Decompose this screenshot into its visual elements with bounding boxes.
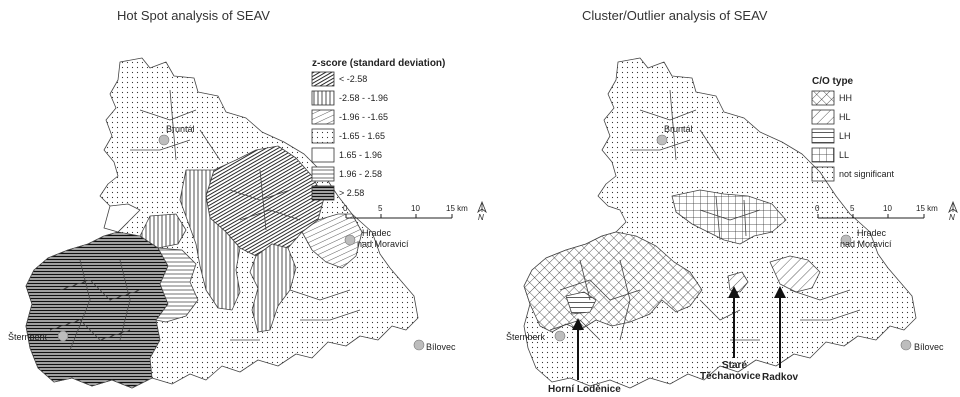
right-scale-tick: 5	[850, 204, 855, 213]
right-scale-tick: 10	[883, 204, 892, 213]
callout-horni-lodenice: Horní Loděnice	[548, 384, 621, 395]
callout-radkov: Radkov	[762, 372, 799, 383]
right-legend-item: HH	[839, 93, 852, 103]
right-legend-swatches	[811, 90, 835, 182]
right-legend-item: HL	[839, 112, 851, 122]
left-vert-zone-3	[139, 213, 187, 249]
left-legend-item: < -2.58	[339, 74, 368, 84]
left-bruntal-dot	[158, 134, 170, 146]
right-map	[523, 57, 917, 389]
right-panel-title: Cluster/Outlier analysis of SEAV	[582, 8, 768, 23]
left-vert-zone-2	[249, 243, 297, 333]
callout-arrows	[572, 286, 786, 380]
left-legend-item: -1.65 - 1.65	[339, 131, 386, 141]
right-lh-zone	[565, 291, 597, 315]
right-hradec-dot	[840, 234, 852, 246]
left-scale-tick: 10	[411, 204, 420, 213]
left-city-bilovec: Bílovec	[426, 342, 456, 352]
left-scale-bar	[345, 214, 453, 219]
right-city-bilovec: Bílovec	[914, 342, 944, 352]
left-legend-title: z-score (standard deviation)	[312, 58, 446, 69]
left-scale-tick: 5	[378, 204, 383, 213]
right-sternberk-dot	[554, 330, 566, 342]
left-legend-item: -1.96 - -1.65	[339, 112, 389, 122]
right-scale-tick: 15 km	[916, 204, 938, 213]
right-bilovec-dot	[900, 339, 912, 351]
right-scale-tick: 0	[815, 204, 820, 213]
callout-stare: Staré	[722, 360, 748, 371]
callout-techanovice: Těchanovice	[700, 371, 761, 382]
left-vert-zone-1	[179, 169, 241, 311]
left-diag-zone	[301, 213, 363, 269]
right-legend-item: LH	[839, 131, 851, 141]
left-city-nad-moravici: nad Moravicí	[357, 239, 409, 249]
left-legend-item: > 2.58	[339, 188, 365, 198]
right-legend-item: LL	[839, 150, 850, 160]
right-legend-title: C/O type	[812, 76, 854, 87]
left-legend-item: 1.65 - 1.96	[339, 150, 383, 160]
right-hl-zone-1	[769, 255, 821, 293]
left-legend-item: -2.58 - -1.96	[339, 93, 389, 103]
left-city-sternberk: Šternberk	[8, 332, 48, 342]
right-bruntal-dot	[656, 134, 668, 146]
left-hradec-dot	[344, 234, 356, 246]
right-hh-west	[523, 231, 703, 333]
right-city-sternberk: Šternberk	[506, 332, 546, 342]
right-north-label: N	[949, 213, 955, 222]
left-city-bruntal: Bruntál	[166, 124, 195, 134]
right-ll-zone	[671, 189, 787, 245]
left-north-arrow-icon	[477, 200, 487, 214]
left-horiz-light-zone	[155, 247, 199, 323]
right-city-nad-moravici: nad Moravicí	[840, 239, 892, 249]
left-panel-title: Hot Spot analysis of SEAV	[117, 8, 270, 23]
left-scale-tick: 15 km	[446, 204, 468, 213]
right-city-hradec: Hradec	[857, 228, 887, 238]
right-legend-item: not significant	[839, 169, 895, 179]
left-legend-item: 1.96 - 2.58	[339, 169, 383, 179]
left-hot-spot-west	[25, 231, 169, 389]
left-legend-swatches	[311, 71, 335, 201]
left-north-label: N	[478, 213, 484, 222]
left-city-hradec: Hradec	[362, 228, 392, 238]
left-bilovec-dot	[413, 339, 425, 351]
left-sternberk-dot	[57, 330, 69, 342]
right-city-bruntal: Bruntál	[664, 124, 693, 134]
left-blank-zone	[103, 203, 141, 233]
left-scale-tick: 0	[343, 204, 348, 213]
right-north-arrow-icon	[948, 200, 958, 214]
left-map	[25, 57, 419, 389]
right-scale-bar	[817, 214, 925, 219]
